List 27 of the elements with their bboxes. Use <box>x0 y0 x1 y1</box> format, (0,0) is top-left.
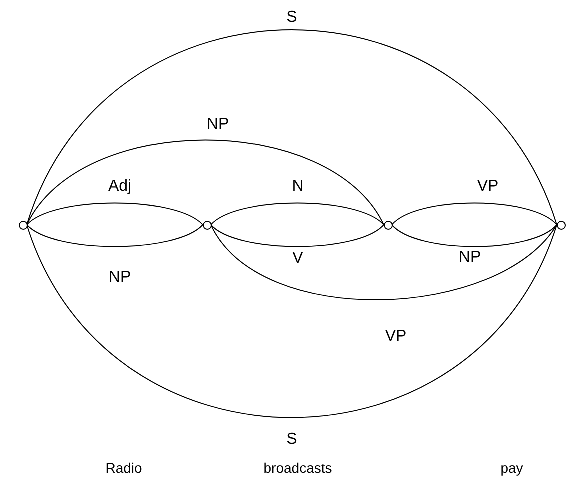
arc <box>26 30 558 226</box>
edge-label: S <box>286 432 298 448</box>
edge-label: VP <box>385 329 407 345</box>
word-label: broadcasts <box>264 461 332 475</box>
chart-node <box>384 220 392 230</box>
arc <box>392 224 558 248</box>
edge-label: NP <box>108 270 132 286</box>
edge-label: NP <box>458 250 482 266</box>
arc <box>210 202 384 226</box>
arc <box>210 224 384 248</box>
arc <box>210 224 558 300</box>
word-label: Radio <box>106 461 142 475</box>
edge-label: NP <box>206 117 230 133</box>
arc <box>26 224 204 248</box>
chart-node <box>18 220 28 230</box>
word-label: pay <box>500 461 524 475</box>
chart-node <box>556 220 566 230</box>
edge-label: VP <box>477 179 499 195</box>
arc <box>26 202 204 226</box>
arc <box>26 224 558 418</box>
arc <box>392 202 558 226</box>
chart-node <box>202 220 212 230</box>
edge-label: N <box>292 179 304 195</box>
arc <box>26 140 384 226</box>
edge-label: Adj <box>108 179 132 195</box>
edge-label: S <box>286 10 298 26</box>
edge-label: V <box>292 251 304 267</box>
